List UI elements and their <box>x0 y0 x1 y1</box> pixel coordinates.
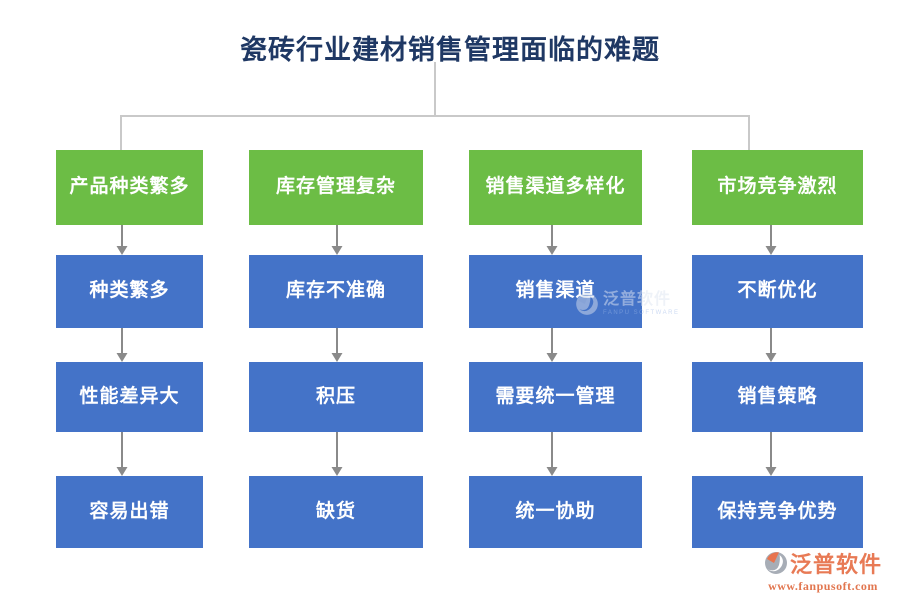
page-title: 瓷砖行业建材销售管理面临的难题 <box>240 35 660 65</box>
column-2-header: 库存管理复杂 <box>249 150 423 225</box>
column-2-item-1: 库存不准确 <box>249 255 423 328</box>
column-2-item-3: 缺货 <box>249 476 423 548</box>
column-2-item-2: 积压 <box>249 362 423 432</box>
fanpu-logo: 泛普软件 www.fanpusoft.com <box>764 547 882 594</box>
column-1-item-2: 性能差异大 <box>56 362 203 432</box>
column-1-item-3: 容易出错 <box>56 476 203 548</box>
column-4-item-3: 保持竞争优势 <box>692 476 863 548</box>
fanpu-logo-icon <box>764 552 787 574</box>
column-3-header: 销售渠道多样化 <box>469 150 642 225</box>
column-4-item-2: 销售策略 <box>692 362 863 432</box>
column-3-item-2: 需要统一管理 <box>469 362 642 432</box>
column-4-item-1: 不断优化 <box>692 255 863 328</box>
column-3-item-1: 销售渠道 <box>469 255 642 328</box>
fanpu-logo-text: 泛普软件 <box>789 552 882 577</box>
column-1-item-1: 种类繁多 <box>56 255 203 328</box>
column-1-header: 产品种类繁多 <box>56 150 203 225</box>
column-4-header: 市场竞争激烈 <box>692 150 863 225</box>
column-3-item-3: 统一协助 <box>469 476 642 548</box>
fanpu-logo-url: www.fanpusoft.com <box>768 579 878 593</box>
